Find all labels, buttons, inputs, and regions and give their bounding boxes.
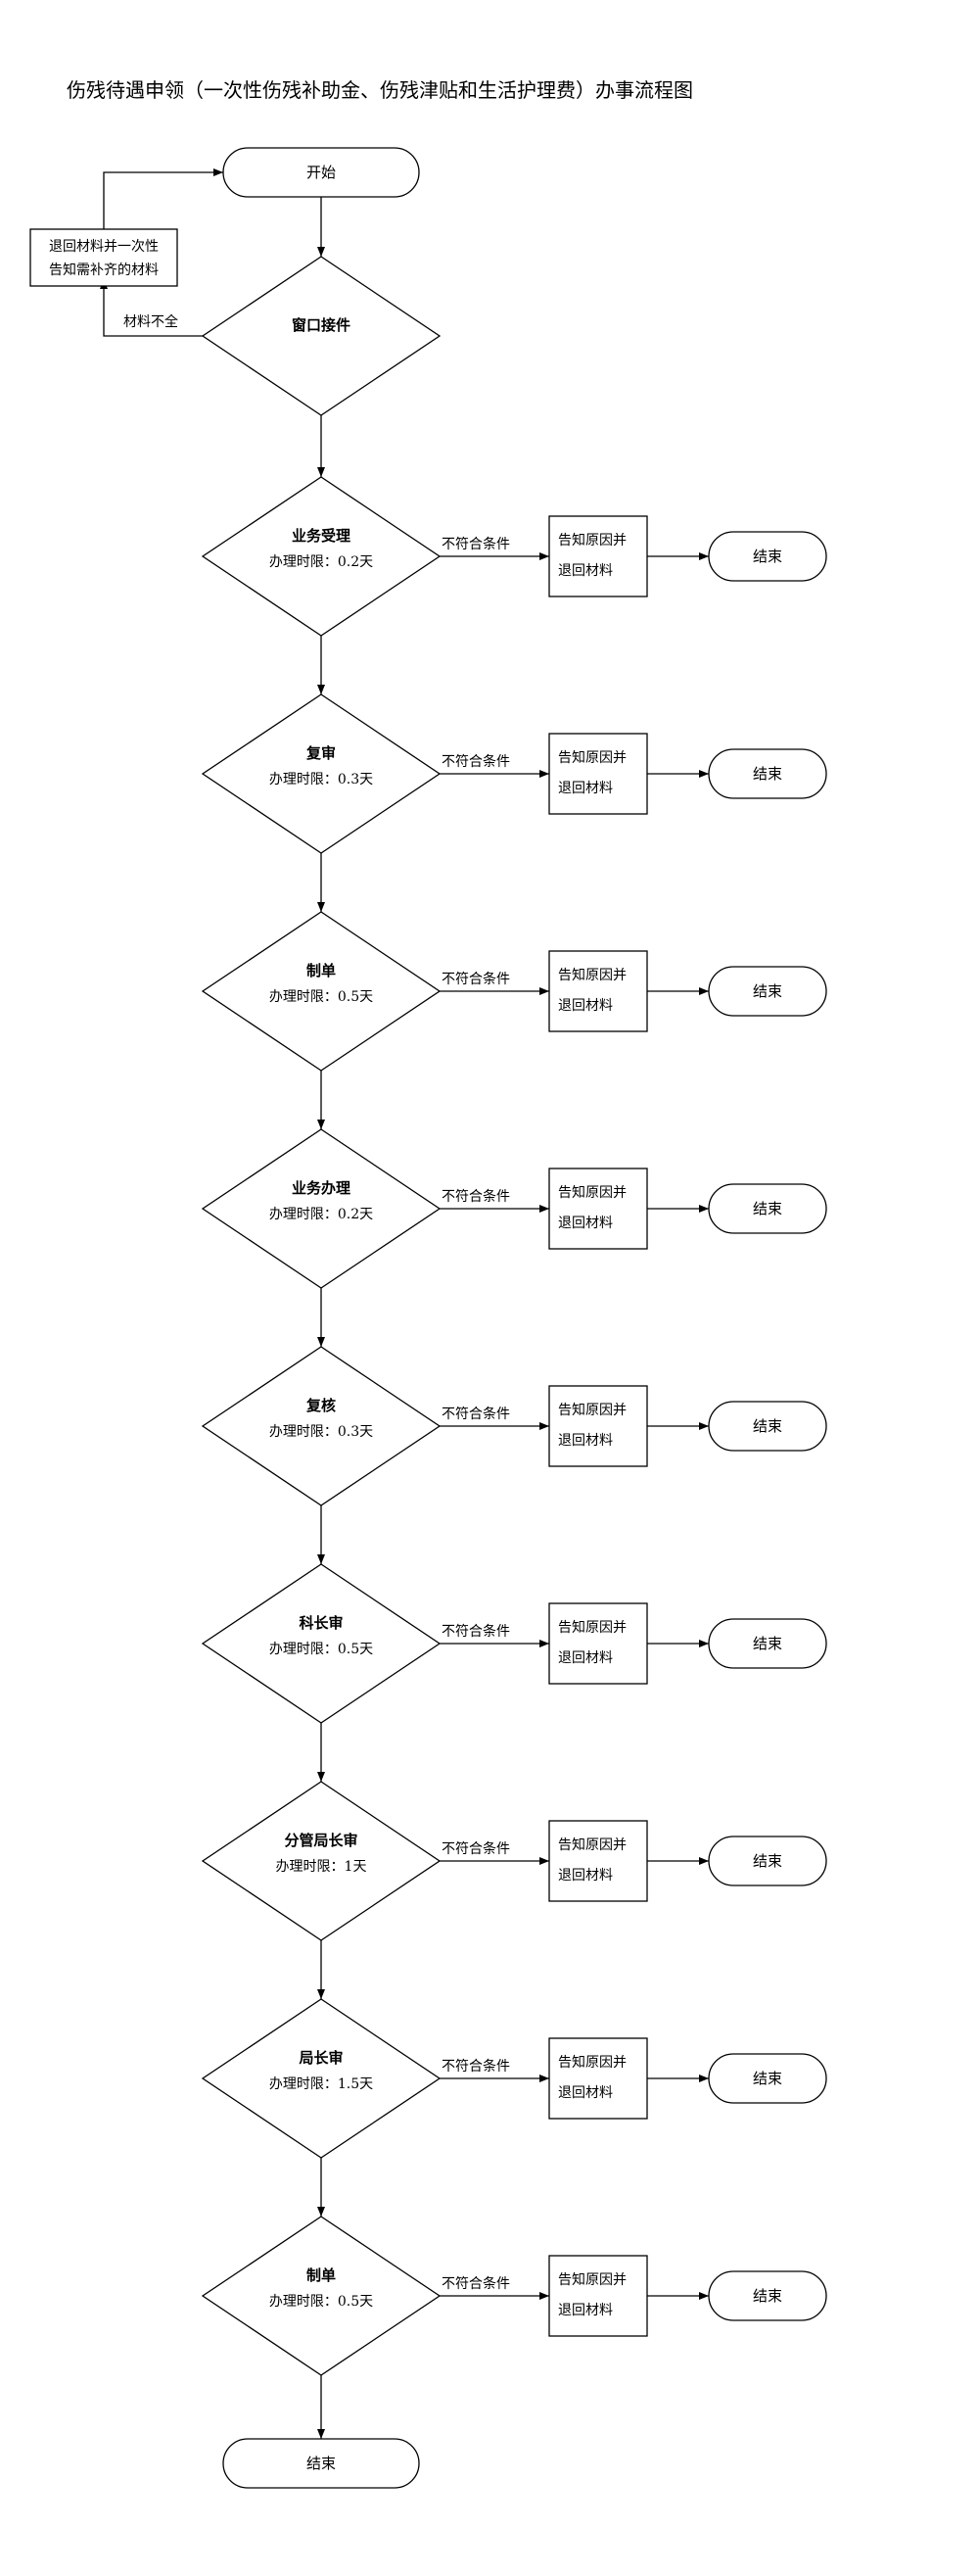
step-7-end-terminal: [708, 1836, 827, 1886]
step-5-reject-text-2: 退回材料: [558, 1433, 613, 1449]
step-1-limit: 办理时限：0.2天: [269, 554, 373, 570]
step-5-reject-text-1: 告知原因并: [558, 1402, 627, 1418]
step-8-reject-box: [548, 2037, 648, 2120]
start-label: 开始: [306, 164, 336, 181]
step-3-limit: 办理时限：0.5天: [269, 989, 373, 1005]
intake-decision: [201, 256, 442, 416]
step-4-reject-text-2: 退回材料: [558, 1216, 613, 1231]
step-2-end-label: 结束: [753, 765, 782, 783]
step-2-reject-text-2: 退回材料: [558, 781, 613, 796]
step-1-reject-text-1: 告知原因并: [558, 532, 627, 549]
step-8-reject-text-2: 退回材料: [558, 2085, 613, 2101]
step-7-reject-text-1: 告知原因并: [558, 1837, 627, 1853]
step-4-end-terminal: [708, 1183, 827, 1234]
step-4-reject-text-1: 告知原因并: [558, 1184, 627, 1201]
step-4-name: 业务办理: [292, 1179, 350, 1197]
step-1-name: 业务受理: [292, 527, 350, 545]
step-8-limit: 办理时限：1.5天: [269, 2076, 373, 2092]
step-8-end-terminal: [708, 2053, 827, 2104]
step-3-reject-box: [548, 950, 648, 1032]
final-end-label: 结束: [306, 2455, 336, 2472]
connector-return-start: [103, 168, 223, 229]
step-9-reject-text-1: 告知原因并: [558, 2271, 627, 2288]
step-6-reject-text-2: 退回材料: [558, 1650, 613, 1666]
step-3-reject-text-2: 退回材料: [558, 998, 613, 1014]
intake-reject-condition: 材料不全: [123, 313, 178, 330]
step-2-reject-box: [548, 733, 648, 815]
step-9-end-terminal: [708, 2270, 827, 2321]
step-9-name: 制单: [306, 2266, 336, 2284]
step-6-name: 科长审: [299, 1614, 343, 1632]
step-1-end-label: 结束: [753, 548, 782, 565]
intake-return-text-1: 退回材料并一次性: [49, 239, 159, 255]
page-title: 伤残待遇申领（一次性伤残补助金、伤残津贴和生活护理费）办事流程图: [67, 78, 693, 102]
step-2-reject-condition: 不符合条件: [442, 753, 510, 770]
step-6-reject-box: [548, 1602, 648, 1685]
step-2-end-terminal: [708, 748, 827, 799]
step-7-reject-text-2: 退回材料: [558, 1868, 613, 1884]
step-9-reject-condition: 不符合条件: [442, 2275, 510, 2292]
step-3-end-terminal: [708, 966, 827, 1017]
step-4-reject-condition: 不符合条件: [442, 1188, 510, 1205]
step-1-reject-condition: 不符合条件: [442, 536, 510, 552]
step-1-end-terminal: [708, 531, 827, 582]
step-9-end-label: 结束: [753, 2287, 782, 2305]
step-7-reject-condition: 不符合条件: [442, 1840, 510, 1857]
step-6-reject-text-1: 告知原因并: [558, 1619, 627, 1636]
step-4-reject-box: [548, 1168, 648, 1250]
step-7-name: 分管局长审: [284, 1832, 357, 1849]
step-8-reject-text-1: 告知原因并: [558, 2054, 627, 2071]
connector-intake-reject: [100, 279, 203, 337]
step-2-reject-text-1: 告知原因并: [558, 749, 627, 766]
step-4-limit: 办理时限：0.2天: [269, 1207, 373, 1222]
step-4-end-label: 结束: [753, 1200, 782, 1217]
step-9-reject-box: [548, 2255, 648, 2337]
step-2-name: 复审: [305, 744, 336, 762]
step-2-limit: 办理时限：0.3天: [269, 772, 373, 787]
step-5-end-label: 结束: [753, 1417, 782, 1435]
step-6-limit: 办理时限：0.5天: [269, 1642, 373, 1657]
intake-return-box: [29, 228, 178, 287]
step-7-end-label: 结束: [753, 1852, 782, 1870]
step-8-name: 局长审: [298, 2049, 343, 2067]
step-5-name: 复核: [305, 1397, 336, 1414]
step-7-reject-box: [548, 1820, 648, 1902]
step-6-end-terminal: [708, 1618, 827, 1669]
step-7-limit: 办理时限：1天: [276, 1859, 367, 1875]
step-5-reject-box: [548, 1385, 648, 1467]
step-3-end-label: 结束: [753, 982, 782, 1000]
intake-return-text-2: 告知需补齐的材料: [49, 262, 159, 278]
step-1-reject-text-2: 退回材料: [558, 563, 613, 579]
step-9-limit: 办理时限：0.5天: [269, 2294, 373, 2310]
step-1-reject-box: [548, 515, 648, 597]
step-3-name: 制单: [306, 962, 336, 979]
intake-label: 窗口接件: [292, 316, 350, 334]
step-3-reject-condition: 不符合条件: [442, 971, 510, 987]
step-9-reject-text-2: 退回材料: [558, 2303, 613, 2318]
process-steps: 业务受理办理时限：0.2天不符合条件告知原因并退回材料结束复审办理时限：0.3天…: [201, 476, 827, 2439]
step-6-end-label: 结束: [753, 1635, 782, 1652]
step-5-limit: 办理时限：0.3天: [269, 1424, 373, 1440]
step-5-reject-condition: 不符合条件: [442, 1406, 510, 1422]
step-5-end-terminal: [708, 1401, 827, 1452]
step-6-reject-condition: 不符合条件: [442, 1623, 510, 1640]
final-end-terminal: [222, 2438, 420, 2489]
step-3-reject-text-1: 告知原因并: [558, 967, 627, 983]
step-8-reject-condition: 不符合条件: [442, 2058, 510, 2075]
step-8-end-label: 结束: [753, 2070, 782, 2087]
